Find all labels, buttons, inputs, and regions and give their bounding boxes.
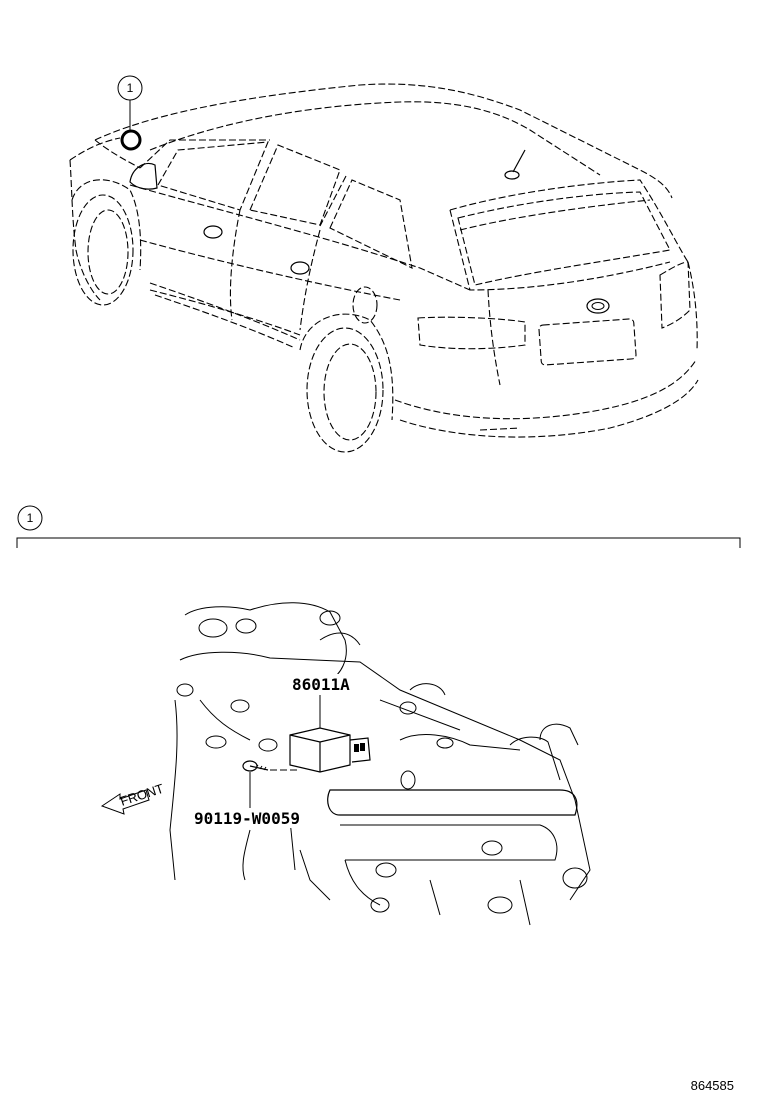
section-bracket: [16, 537, 741, 548]
component-location-marker: [120, 129, 142, 151]
figure-id: 864585: [691, 1078, 734, 1093]
relay-part-number: 86011A: [292, 675, 350, 694]
section-header: 1: [16, 505, 741, 548]
location-callout: 1: [117, 75, 143, 151]
front-arrow-label: FRONT: [118, 781, 165, 809]
bolt-90119: [242, 760, 269, 772]
bolt-part-number: 90119-W0059: [194, 809, 300, 828]
part-labels: 86011A 90119-W0059: [192, 674, 374, 828]
callout-number-top: 1: [127, 81, 134, 95]
front-direction-arrow: FRONT: [100, 781, 166, 815]
callout-number-section: 1: [27, 511, 34, 525]
engine-detail-illustration: [169, 602, 591, 926]
vehicle-illustration: [69, 83, 699, 453]
relay-connector: [349, 737, 371, 763]
